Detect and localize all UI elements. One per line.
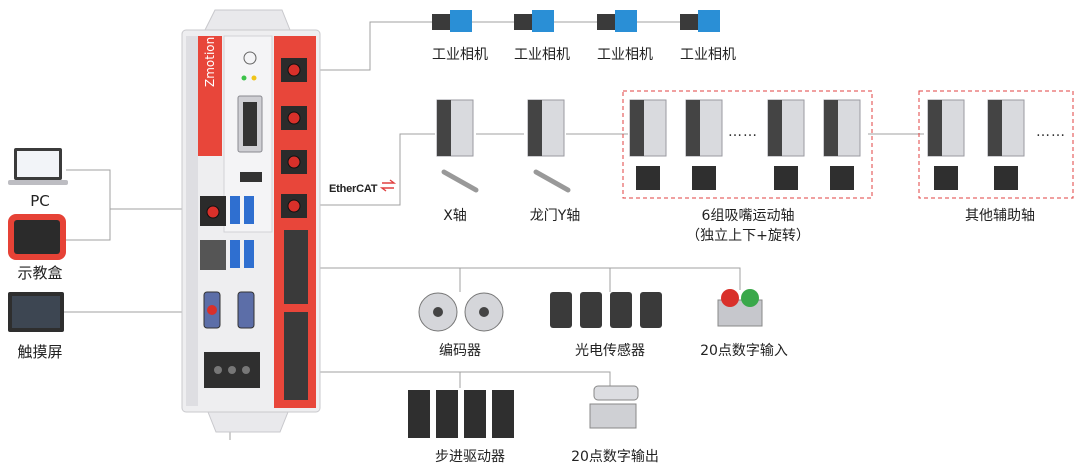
servo-drive-icon bbox=[629, 99, 667, 157]
nozzle-group-label: 6组吸嘴运动轴 bbox=[701, 208, 795, 224]
photo-sensor-label: 光电传感器 bbox=[575, 343, 645, 359]
digital-input-label: 20点数字输入 bbox=[700, 343, 788, 359]
industrial-camera-icon bbox=[597, 10, 637, 32]
pc-laptop-icon bbox=[8, 148, 68, 185]
servo-motor-icon bbox=[692, 166, 716, 190]
io-terminal-block-upper bbox=[284, 230, 308, 304]
teach-pendant-icon bbox=[8, 214, 66, 260]
encoder-label: 编码器 bbox=[439, 343, 481, 359]
industrial-camera-icon bbox=[514, 10, 554, 32]
lan4-port bbox=[281, 106, 307, 130]
servo-chain bbox=[436, 90, 1074, 199]
ellipsis-group: …… bbox=[728, 124, 758, 140]
nozzle-group-sublabel: （独立上下+旋转） bbox=[686, 228, 810, 244]
stepper-driver-icons bbox=[408, 390, 514, 438]
brand-logo-text: Zmotion bbox=[203, 36, 217, 87]
photoelectric-sensor-icons bbox=[550, 292, 662, 328]
solenoid-valve-icon bbox=[589, 385, 639, 429]
ecat-port bbox=[281, 194, 307, 218]
servo-drive-icon bbox=[527, 99, 565, 157]
linear-rail-icon bbox=[533, 169, 571, 193]
camera-label: 工业相机 bbox=[514, 47, 570, 63]
camera-row bbox=[432, 10, 720, 32]
stepper-label: 步进驱动器 bbox=[435, 449, 505, 465]
servo-drive-icon bbox=[685, 99, 723, 157]
camera-label: 工业相机 bbox=[432, 47, 488, 63]
digital-output-label: 20点数字输出 bbox=[571, 449, 659, 465]
camera-label: 工业相机 bbox=[680, 47, 736, 63]
industrial-camera-icon bbox=[680, 10, 720, 32]
servo-drive-icon bbox=[987, 99, 1025, 157]
servo-motor-icon bbox=[774, 166, 798, 190]
lan3-port bbox=[281, 150, 307, 174]
touchscreen-label: 触摸屏 bbox=[17, 343, 63, 361]
servo-motor-icon bbox=[830, 166, 854, 190]
teach-pendant-label: 示教盒 bbox=[17, 264, 63, 282]
industrial-camera-icon bbox=[432, 10, 472, 32]
camera-label: 工业相机 bbox=[597, 47, 653, 63]
servo-drive-icon bbox=[436, 99, 474, 157]
pc-label: PC bbox=[30, 192, 50, 210]
lan5-port bbox=[281, 58, 307, 82]
encoder-icons bbox=[418, 292, 504, 332]
touchscreen-icon bbox=[8, 292, 64, 332]
x-axis-label: X轴 bbox=[443, 208, 467, 224]
servo-drive-icon bbox=[767, 99, 805, 157]
motion-controller bbox=[181, 9, 321, 433]
push-button-icon bbox=[717, 289, 763, 327]
ellipsis-aux: …… bbox=[1036, 124, 1066, 140]
ethercat-label: EtherCAT bbox=[329, 183, 378, 195]
servo-motor-icon bbox=[994, 166, 1018, 190]
io-terminal-block-lower bbox=[284, 312, 308, 400]
gantry-y-label: 龙门Y轴 bbox=[529, 208, 581, 224]
linear-rail-icon bbox=[441, 169, 479, 193]
servo-drive-icon bbox=[927, 99, 965, 157]
servo-motor-icon bbox=[934, 166, 958, 190]
servo-drive-icon bbox=[823, 99, 861, 157]
aux-axis-label: 其他辅助轴 bbox=[965, 208, 1035, 224]
servo-motor-icon bbox=[636, 166, 660, 190]
